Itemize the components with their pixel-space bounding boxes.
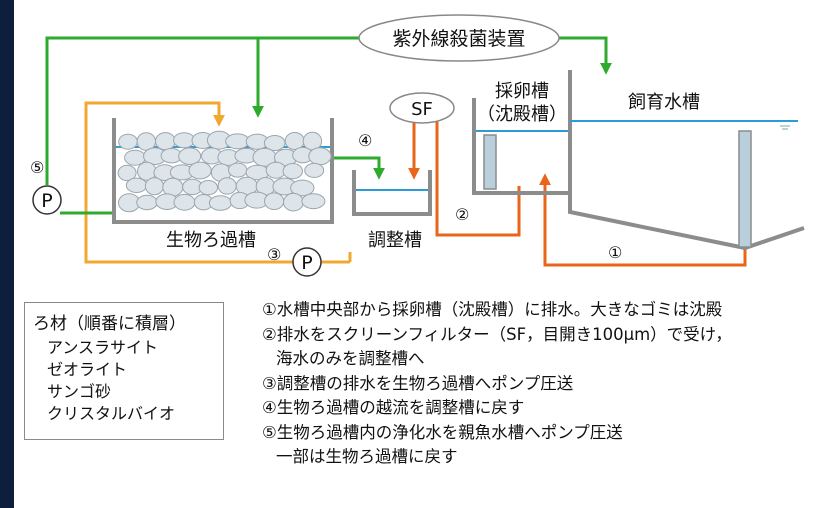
filter-stone [290,179,315,197]
flow-5-number: ⑤ [30,158,44,177]
flow-diagram: 紫外線殺菌装置 生物ろ過槽 調整槽 SF 採卵槽 （沈殿槽） 飼育水槽 [30,14,805,277]
filter-stone [308,147,332,166]
filter-stone [301,193,326,210]
filter-stone [228,162,248,178]
note-2-cont: 海水のみを調整槽へ [276,349,425,368]
uv-sterilizer-label: 紫外線殺菌装置 [392,28,525,50]
flow-1-number: ① [608,243,622,262]
adjust-tank-label: 調整槽 [368,230,422,251]
rearing-tank [568,70,805,251]
filter-stone [155,132,176,151]
filter-stone [217,177,237,195]
filter-media-legend: ろ材（順番に積層） アンスラサイト ゼオライト サンゴ砂 クリスタルバイオ [24,302,224,440]
note-4: ④生物ろ過槽の越流を調整槽に戻す [262,398,525,417]
filter-stone [136,194,158,211]
filter-stone [264,192,285,210]
filter-stone [125,177,148,194]
note-5-cont: 一部は生物ろ過槽に戻す [276,447,458,466]
legend-item: クリスタルバイオ [47,404,176,423]
filter-stone [173,193,196,211]
uv-sterilizer [358,14,560,62]
filter-stone [144,177,164,196]
filter-stone [188,161,212,180]
diagram-panel: 紫外線殺菌装置 生物ろ過槽 調整槽 SF 採卵槽 （沈殿槽） 飼育水槽 [14,0,836,508]
flow-4-number: ④ [358,131,372,150]
filter-stone [178,147,202,165]
adjust-tank [352,170,432,216]
filter-stone [173,132,196,149]
flow-3-number: ③ [267,245,281,264]
egg-tank-label: 採卵槽 [495,81,549,102]
filter-stone [198,180,219,196]
filter-stone [304,162,325,178]
pump-3-label: P [301,252,312,274]
filter-stone [284,132,305,150]
process-notes: ①水槽中央部から採卵槽（沈殿槽）に排水。大きなゴミは沈殿 ②排水をスクリーンフィ… [262,298,832,470]
note-1: ①水槽中央部から採卵槽（沈殿槽）に排水。大きなゴミは沈殿 [262,300,723,319]
screen-filter-label: SF [411,99,433,120]
filter-stone [282,163,303,180]
rearing-tank-label: 飼育水槽 [628,92,700,113]
flow-4-line [330,156,385,180]
filter-stone [208,195,232,211]
legend-item: アンスラサイト [47,338,159,357]
note-5: ⑤生物ろ過槽内の浄化水を親魚水槽へポンプ圧送 [262,422,623,442]
pump-5: P [32,185,62,215]
legend-item: ゼオライト [47,360,128,379]
note-2: ②排水をスクリーンフィルター（SF，目開き100μm）で受け， [262,324,732,344]
egg-tank-sublabel: （沈殿槽） [477,104,567,125]
flow-5-line [45,36,612,215]
note-3: ③調整槽の排水を生物ろ過槽へポンプ圧送 [262,373,574,393]
pump-3: P [292,247,322,277]
filter-stone [283,192,304,212]
legend-item: サンゴ砂 [47,382,112,401]
flow-2-number: ② [455,205,469,224]
screen-filter [389,92,455,124]
bio-filter-tank [112,118,334,224]
filter-stone [118,133,138,150]
pump-5-label: P [41,190,52,212]
flow-3-line [84,101,352,264]
filter-media [117,130,332,213]
egg-tank [472,98,570,195]
flow-1-line [539,173,747,267]
bio-filter-tank-label: 生物ろ過槽 [166,230,256,251]
legend-title: ろ材（順番に積層） [33,314,186,334]
flow-2-line [408,120,521,237]
filter-stone [117,164,137,182]
filter-stone [162,177,184,197]
